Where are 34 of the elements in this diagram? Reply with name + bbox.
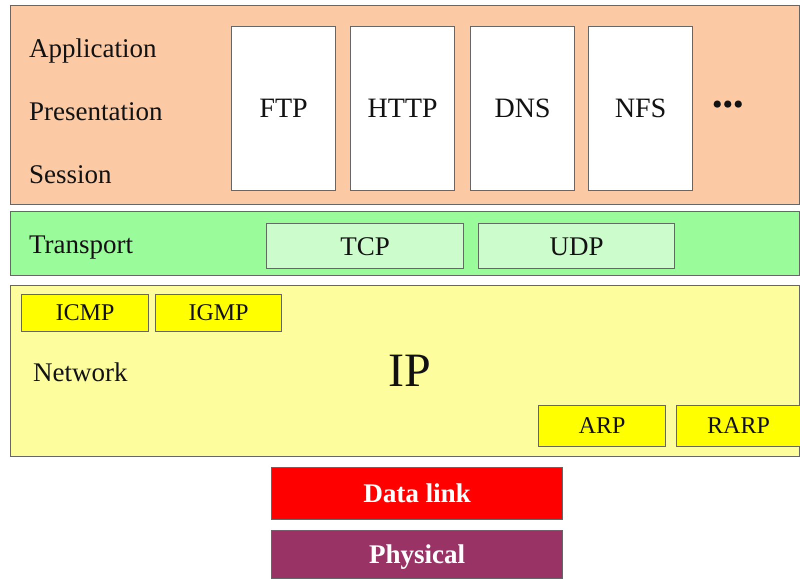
protocol-name: ARP [578,412,626,440]
protocol-name: HTTP [368,92,438,124]
ellipsis-mark: ••• [712,88,744,122]
protocol-box [231,26,336,191]
layer-name: Data link [363,478,471,509]
protocol-box [266,223,464,269]
layer-name: Transport [29,229,134,260]
protocol-name: ICMP [56,300,114,326]
protocol-box [155,294,282,332]
protocol-layer-band [10,5,800,205]
protocol-name: DNS [494,92,550,124]
protocol-box [470,26,575,191]
protocol-name: RARP [707,412,770,440]
layer-name: Physical [368,539,465,570]
protocol-name: FTP [259,92,308,124]
protocol-box [350,26,455,191]
layer-name: Session [29,159,112,190]
layer-name: Application [29,33,156,64]
protocol-name: IP [388,343,431,398]
protocol-name: UDP [549,230,604,262]
layer-name: Presentation [29,96,162,127]
protocol-name: TCP [340,230,390,262]
layer-name: Network [33,357,128,388]
protocol-name: NFS [614,92,666,124]
protocol-box [588,26,693,191]
protocol-box [676,405,800,447]
protocol-layer-band [10,285,800,457]
protocol-layer-band [271,467,563,520]
protocol-box [478,223,675,269]
protocol-box [538,405,666,447]
protocol-layer-band [10,211,800,276]
protocol-name: IGMP [188,300,248,326]
protocol-box [21,294,149,332]
protocol-layer-band [271,530,563,579]
